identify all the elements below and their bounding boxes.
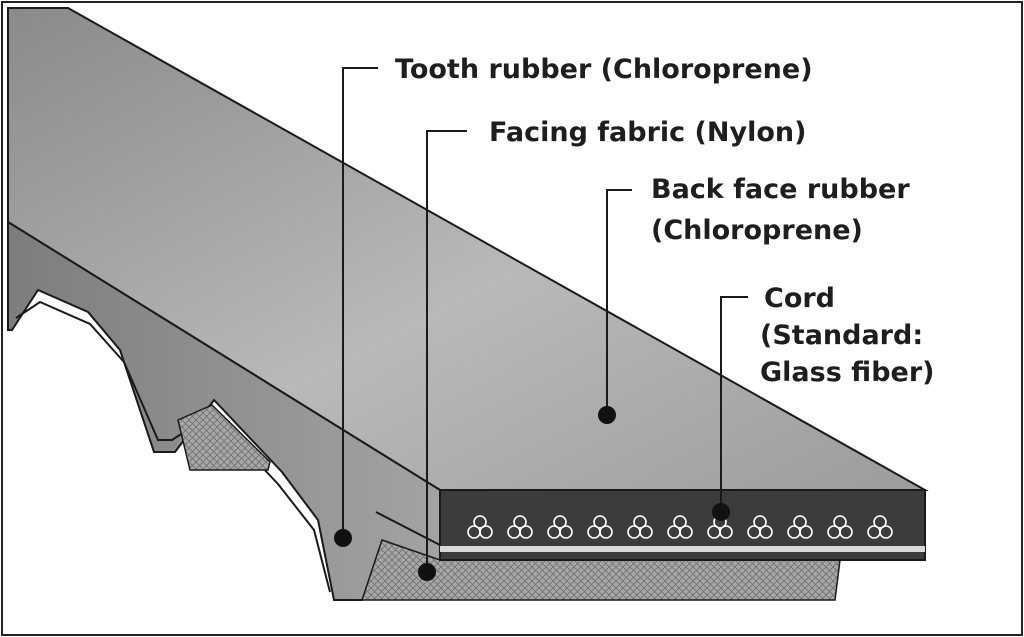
- cord-strand: [633, 515, 647, 529]
- label-back-face-rubber-line1: Back face rubber: [651, 174, 910, 205]
- cord-strand: [639, 525, 653, 539]
- marker-cord: [712, 503, 730, 521]
- cord-strand: [839, 525, 853, 539]
- cord-bundle: [827, 515, 853, 539]
- cord-bundle: [867, 515, 893, 539]
- cord-bundle: [787, 515, 813, 539]
- cord-strand: [719, 525, 733, 539]
- cord-bundle: [707, 515, 733, 539]
- cord-strand: [679, 525, 693, 539]
- leader-facing-fabric: [426, 130, 467, 572]
- marker-facing-fabric: [418, 563, 436, 581]
- cord-strand: [753, 515, 767, 529]
- leader-cord: [720, 296, 748, 512]
- label-tooth-rubber: Tooth rubber (Chloroprene): [395, 54, 813, 85]
- cord-bundle: [627, 515, 653, 539]
- cord-strand: [479, 525, 493, 539]
- cord-group: [467, 515, 893, 539]
- cord-bundle: [547, 515, 573, 539]
- cord-bundle: [667, 515, 693, 539]
- label-cord-line3: Glass fiber): [760, 357, 935, 388]
- cord-strand: [793, 515, 807, 529]
- cross-section-fabric-strip: [440, 546, 925, 552]
- cord-bundle: [587, 515, 613, 539]
- cord-strand: [879, 525, 893, 539]
- cord-strand: [519, 525, 533, 539]
- cord-strand: [559, 525, 573, 539]
- cord-strand: [833, 515, 847, 529]
- cord-strand: [473, 515, 487, 529]
- facing-fabric-tooth-1: [177, 404, 271, 471]
- leader-back-face-rubber: [606, 189, 632, 415]
- cord-strand: [513, 515, 527, 529]
- tooth-edge-lines: [15, 300, 441, 593]
- label-cord-line2: (Standard:: [760, 320, 923, 351]
- cord-strand: [873, 515, 887, 529]
- facing-fabric-tooth-2: [360, 539, 841, 601]
- label-facing-fabric: Facing fabric (Nylon): [489, 117, 806, 148]
- label-cord-line1: Cord: [764, 283, 835, 314]
- leader-tooth-rubber: [342, 67, 378, 538]
- cord-bundle: [747, 515, 773, 539]
- cord-strand: [799, 525, 813, 539]
- label-back-face-rubber-line2: (Chloroprene): [651, 215, 863, 246]
- cord-bundle: [467, 515, 493, 539]
- cord-strand: [593, 515, 607, 529]
- cord-strand: [673, 515, 687, 529]
- cord-strand: [599, 525, 613, 539]
- cord-bundle: [507, 515, 533, 539]
- marker-back-face-rubber: [598, 406, 616, 424]
- cord-strand: [553, 515, 567, 529]
- cord-strand: [759, 525, 773, 539]
- marker-tooth-rubber: [334, 529, 352, 547]
